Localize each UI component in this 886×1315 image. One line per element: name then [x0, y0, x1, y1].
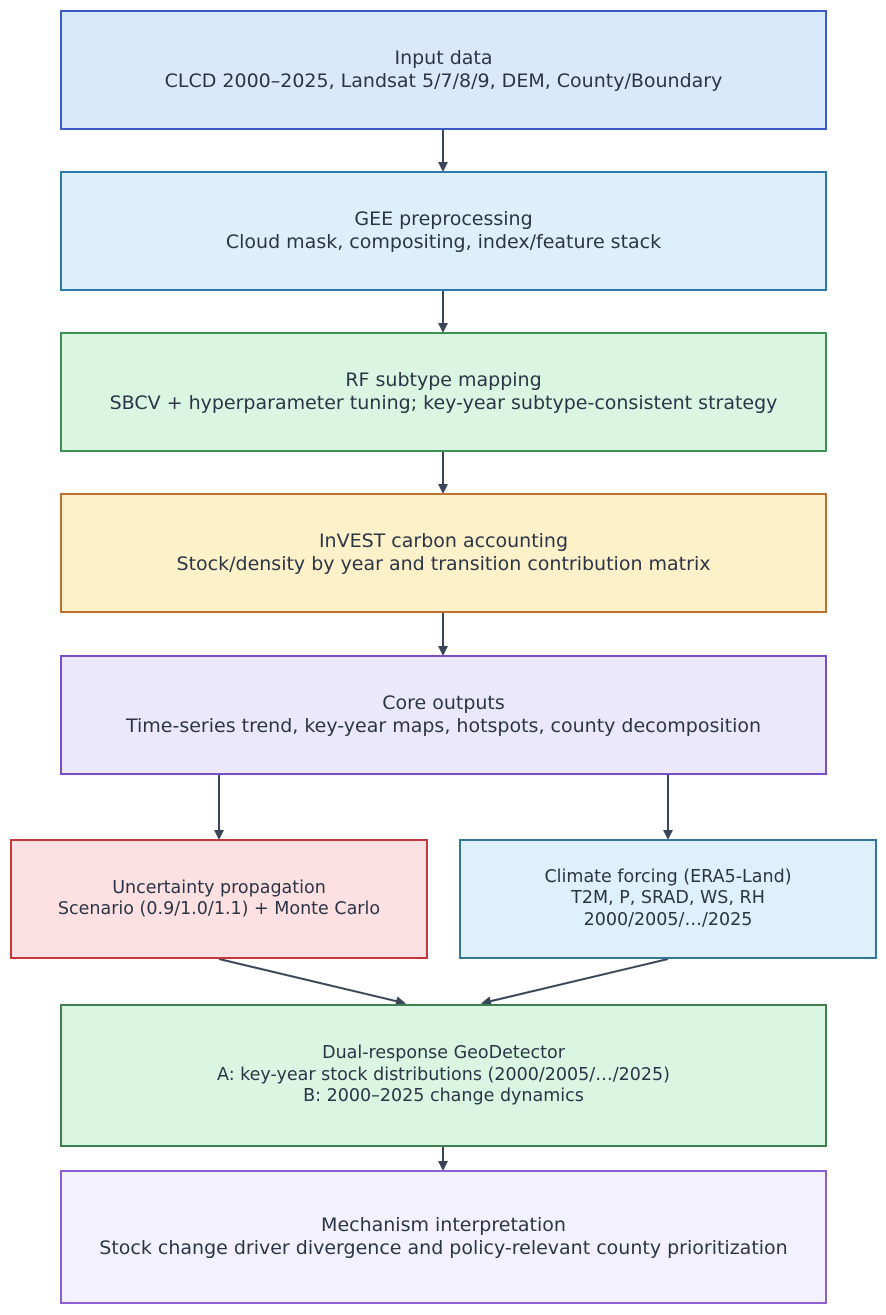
node-climate-forcing: Climate forcing (ERA5-Land) T2M, P, SRAD… — [459, 839, 877, 959]
node-gee-preprocessing-title: GEE preprocessing — [354, 207, 533, 230]
node-mechanism-interpretation-title: Mechanism interpretation — [321, 1213, 566, 1236]
node-climate-forcing-years: 2000/2005/…/2025 — [583, 909, 753, 930]
node-uncertainty-propagation: Uncertainty propagation Scenario (0.9/1.… — [10, 839, 428, 959]
node-invest-carbon-accounting-line: Stock/density by year and transition con… — [176, 553, 711, 575]
node-gee-preprocessing: GEE preprocessing Cloud mask, compositin… — [60, 171, 827, 291]
node-core-outputs-line: Time-series trend, key-year maps, hotspo… — [125, 715, 762, 737]
node-uncertainty-propagation-title: Uncertainty propagation — [112, 877, 326, 898]
node-rf-subtype-mapping-title: RF subtype mapping — [345, 368, 542, 391]
node-rf-subtype-mapping: RF subtype mapping SBCV + hyperparameter… — [60, 332, 827, 452]
node-dual-response-geodetector: Dual-response GeoDetector A: key-year st… — [60, 1004, 827, 1147]
node-invest-carbon-accounting-title: InVEST carbon accounting — [318, 529, 569, 552]
node-core-outputs: Core outputs Time-series trend, key-year… — [60, 655, 827, 775]
node-geodetector-title: Dual-response GeoDetector — [322, 1043, 565, 1064]
node-rf-subtype-mapping-line: SBCV + hyperparameter tuning; key-year s… — [109, 392, 778, 414]
arrow-climate-to-geodetector — [481, 958, 669, 1007]
node-invest-carbon-accounting: InVEST carbon accounting Stock/density b… — [60, 493, 827, 613]
node-input-data-title: Input data — [394, 46, 493, 69]
arrow-uncertainty-to-geodetector — [218, 958, 406, 1007]
node-geodetector-line-b: B: 2000–2025 change dynamics — [303, 1086, 584, 1107]
node-input-data-line: CLCD 2000–2025, Landsat 5/7/8/9, DEM, Co… — [164, 70, 723, 92]
node-climate-forcing-title: Climate forcing (ERA5-Land) — [544, 866, 792, 887]
node-geodetector-line-a: A: key-year stock distributions (2000/20… — [217, 1064, 670, 1085]
node-gee-preprocessing-line: Cloud mask, compositing, index/feature s… — [225, 231, 662, 253]
node-mechanism-interpretation-line: Stock change driver divergence and polic… — [99, 1237, 788, 1259]
node-mechanism-interpretation: Mechanism interpretation Stock change dr… — [60, 1170, 827, 1304]
node-input-data: Input data CLCD 2000–2025, Landsat 5/7/8… — [60, 10, 827, 130]
node-core-outputs-title: Core outputs — [382, 691, 505, 714]
node-climate-forcing-variables: T2M, P, SRAD, WS, RH — [571, 888, 765, 909]
node-uncertainty-propagation-line: Scenario (0.9/1.0/1.1) + Monte Carlo — [57, 899, 381, 919]
